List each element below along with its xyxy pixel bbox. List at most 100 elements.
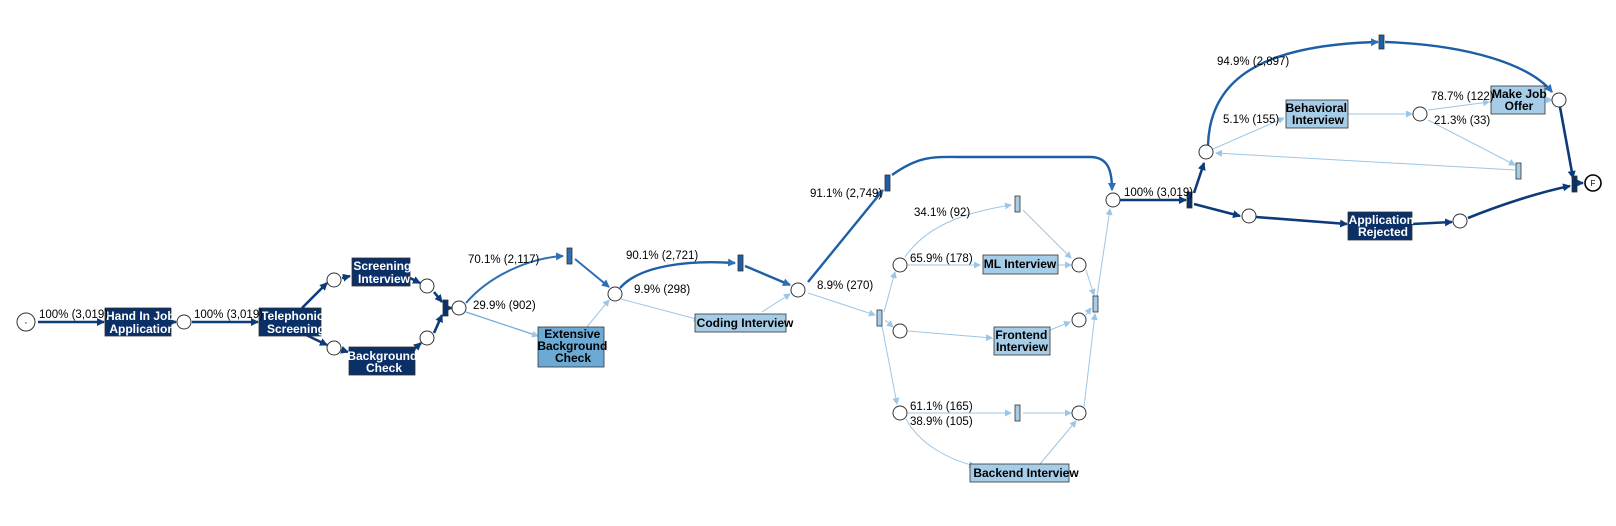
edge-p1-screening xyxy=(341,273,351,282)
tau-transition[interactable] xyxy=(1571,175,1578,193)
activity-label: Make Job xyxy=(1492,87,1547,101)
svg-text:Application Rejected: Application Rejected xyxy=(1349,213,1418,239)
place[interactable] xyxy=(1412,106,1428,122)
edge-pfe-frontend xyxy=(907,330,993,341)
activities: Hand In Job Application Telephonic Scree… xyxy=(104,85,1550,483)
tau-transition[interactable] xyxy=(884,174,891,192)
end-place-symbol: F xyxy=(1591,179,1596,188)
edge-p2-background xyxy=(340,345,349,354)
place[interactable] xyxy=(326,340,342,356)
svg-text:Make Job Offer: Make Job Offer xyxy=(1492,87,1550,113)
svg-text:Behavioral Interview: Behavioral Interview xyxy=(1286,101,1351,127)
edge-tau5-pmlout xyxy=(1022,209,1072,259)
edge-label: 65.9% (178) xyxy=(910,253,973,265)
places: · F xyxy=(16,92,1602,421)
activity-hand-in-job-application[interactable]: Hand In Job Application xyxy=(104,307,178,337)
place[interactable] xyxy=(419,330,435,346)
edge-p15-tau10 xyxy=(1427,119,1516,166)
edge-labels: 100% (3,019) 100% (3,019) 70.1% (2,117) … xyxy=(39,56,1494,428)
edges xyxy=(38,38,1584,471)
tau-transition[interactable] xyxy=(1014,404,1021,422)
edge-label: 9.9% (298) xyxy=(634,284,690,296)
place[interactable] xyxy=(892,257,908,273)
activity-screening-interview[interactable]: Screening Interview xyxy=(351,257,415,287)
start-place-symbol: · xyxy=(24,317,28,329)
activity-label: Backend Interview xyxy=(973,466,1079,480)
tau-transition[interactable] xyxy=(1092,295,1099,313)
activity-label: Coding Interview xyxy=(697,316,794,330)
place[interactable] xyxy=(1105,192,1121,208)
place[interactable] xyxy=(419,278,435,294)
place[interactable] xyxy=(892,323,908,339)
edge-coding-p7 xyxy=(761,293,791,313)
activity-make-job-offer[interactable]: Make Job Offer xyxy=(1490,85,1550,115)
activity-label: Hand In Job xyxy=(106,309,175,323)
activity-ml-interview[interactable]: ML Interview xyxy=(982,254,1059,275)
svg-text:Backend Interview: Backend Interview xyxy=(973,466,1079,480)
place[interactable] xyxy=(1071,312,1087,328)
activity-label: Behavioral xyxy=(1286,101,1347,115)
activity-label: Check xyxy=(366,361,402,375)
start-place[interactable] xyxy=(16,312,36,332)
activity-label: Telephonic xyxy=(261,309,324,323)
silent-transitions xyxy=(442,34,1578,422)
edge-tau4-pml xyxy=(883,271,897,313)
place[interactable] xyxy=(1452,213,1468,229)
activity-label: Interview xyxy=(358,272,411,286)
place[interactable] xyxy=(1198,144,1214,160)
place[interactable] xyxy=(1071,405,1087,421)
edge-pbe-backend xyxy=(905,418,976,469)
edge-p16-tau11 xyxy=(1558,106,1576,179)
svg-text:Background Check: Background Check xyxy=(347,349,420,375)
activity-label: Check xyxy=(555,351,591,365)
activity-behavioral-interview[interactable]: Behavioral Interview xyxy=(1285,99,1351,129)
tau-transition[interactable] xyxy=(1014,195,1021,213)
tau-transition[interactable] xyxy=(1378,34,1385,50)
activity-coding-interview[interactable]: Coding Interview xyxy=(694,313,794,333)
tau-transition[interactable] xyxy=(737,254,744,272)
activity-telephonic-screening[interactable]: Telephonic Screening xyxy=(258,307,327,337)
end-place[interactable] xyxy=(1584,174,1602,192)
edge-p15-offer xyxy=(1427,99,1490,111)
activity-background-check[interactable]: Background Check xyxy=(347,346,420,376)
place[interactable] xyxy=(607,286,623,302)
edge-backend-pbeout xyxy=(1034,420,1077,471)
edge-tau9-p16 xyxy=(1384,40,1553,93)
edge-label: 38.9% (105) xyxy=(910,416,973,428)
activity-application-rejected[interactable]: Application Rejected xyxy=(1347,211,1418,241)
place[interactable] xyxy=(790,282,806,298)
edge-label: 100% (3,019) xyxy=(39,309,108,321)
svg-text:Screening Interview: Screening Interview xyxy=(353,259,414,286)
activity-frontend-interview[interactable]: Frontend Interview xyxy=(993,326,1051,356)
edge-label: 78.7% (122) xyxy=(1431,91,1494,103)
activity-label: ML Interview xyxy=(984,257,1057,271)
place[interactable] xyxy=(451,300,467,316)
activity-label: Screening xyxy=(267,322,325,336)
place[interactable] xyxy=(326,272,342,288)
place[interactable] xyxy=(1551,92,1567,108)
tau-transition[interactable] xyxy=(566,247,573,265)
tau-transition[interactable] xyxy=(1186,191,1193,209)
edge-p4-join xyxy=(432,314,444,334)
edge-label: 70.1% (2,117) xyxy=(468,254,540,266)
activity-label: Rejected xyxy=(1358,225,1408,239)
activity-label: Application xyxy=(1349,213,1414,227)
activity-label: Extensive xyxy=(544,327,600,341)
place[interactable] xyxy=(176,314,192,330)
activity-label: Interview xyxy=(1292,113,1345,127)
place[interactable] xyxy=(1241,208,1257,224)
edge-pfeout-tau7 xyxy=(1084,307,1092,316)
edge-label: 61.1% (165) xyxy=(910,401,973,413)
edge-label: 8.9% (270) xyxy=(817,280,873,292)
edge-p14-rejected xyxy=(1255,215,1348,228)
svg-text:Extensive Background: Extensive Background Check xyxy=(537,327,610,365)
edge-pbeout-tau7 xyxy=(1083,313,1098,408)
parallel-join-transition[interactable] xyxy=(442,299,449,317)
activity-backend-interview[interactable]: Backend Interview xyxy=(969,463,1079,483)
edge-tau7-p12 xyxy=(1096,208,1113,297)
tau-transition[interactable] xyxy=(1515,162,1522,180)
place[interactable] xyxy=(892,405,908,421)
place[interactable] xyxy=(1071,257,1087,273)
tau-transition[interactable] xyxy=(876,309,883,327)
activity-extensive-background-check[interactable]: Extensive Background Check xyxy=(537,326,610,368)
